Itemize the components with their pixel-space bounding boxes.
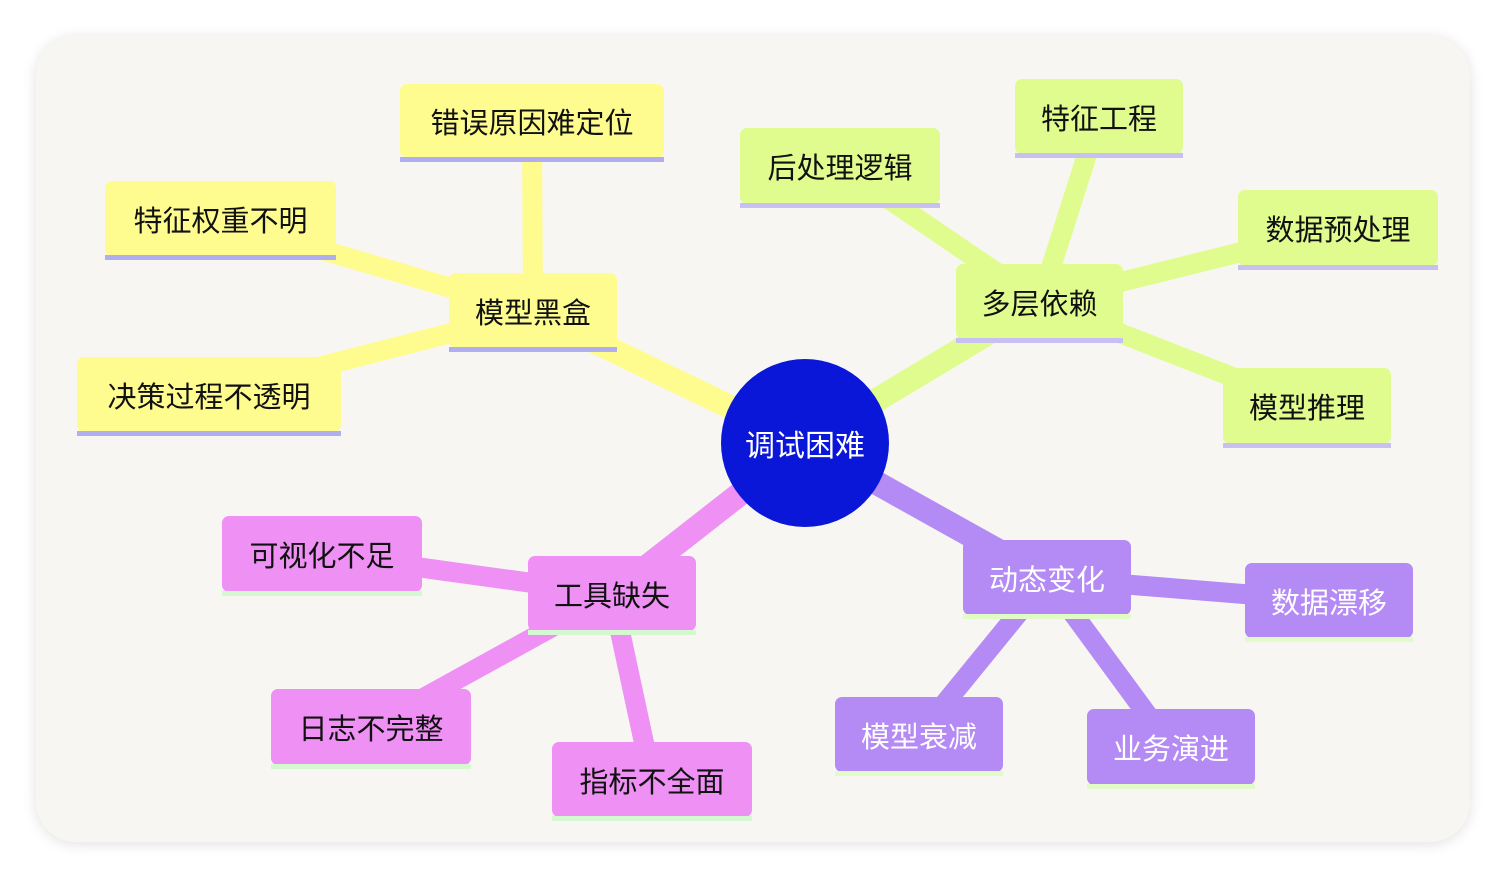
leaf-node[interactable]: 可视化不足 [222, 516, 422, 596]
branch-node-multi-dependency[interactable]: 多层依赖 [956, 264, 1123, 343]
leaf-node[interactable]: 指标不全面 [552, 742, 752, 821]
central-node[interactable]: 调试困难 [721, 359, 889, 527]
branch-node-tool-lack[interactable]: 工具缺失 [528, 556, 696, 635]
leaf-node[interactable]: 数据预处理 [1238, 190, 1438, 270]
leaf-node[interactable]: 数据漂移 [1245, 563, 1413, 642]
leaf-node[interactable]: 错误原因难定位 [400, 84, 664, 162]
leaf-node[interactable]: 后处理逻辑 [740, 128, 940, 208]
leaf-node[interactable]: 模型衰减 [835, 697, 1003, 776]
leaf-node[interactable]: 日志不完整 [271, 689, 471, 769]
leaf-node[interactable]: 模型推理 [1223, 368, 1391, 448]
branch-node-dynamic-change[interactable]: 动态变化 [963, 540, 1131, 619]
leaf-node[interactable]: 决策过程不透明 [77, 357, 341, 436]
leaf-node[interactable]: 业务演进 [1087, 709, 1255, 789]
leaf-node[interactable]: 特征权重不明 [105, 181, 336, 260]
branch-node-model-blackbox[interactable]: 模型黑盒 [449, 273, 617, 352]
leaf-node[interactable]: 特征工程 [1015, 79, 1183, 158]
